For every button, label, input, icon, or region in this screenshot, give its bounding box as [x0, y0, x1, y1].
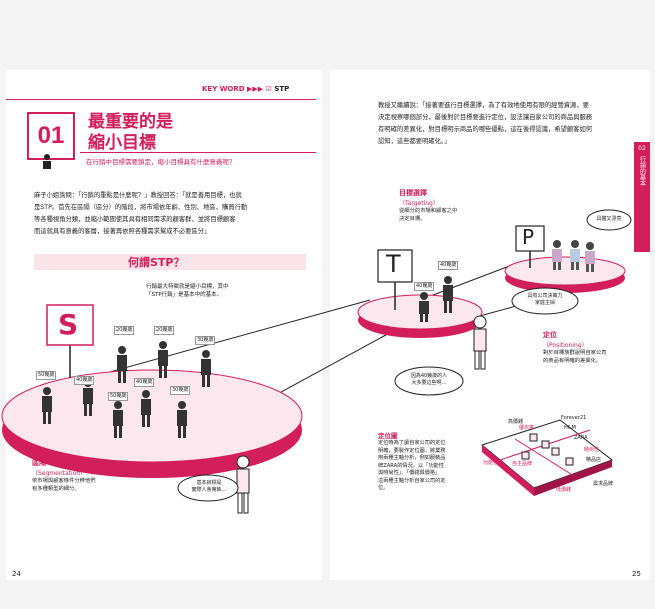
- map-desc-line: 明確，要製作定位圖，將業務: [378, 447, 446, 454]
- page-number-left: 24: [12, 570, 21, 578]
- bubble-text: 具有公司決策力 家庭主婦: [518, 293, 572, 307]
- bubble-text: 因為40幾歲的人 大多要這些啊…: [401, 373, 457, 387]
- age-label: 20幾歲: [114, 326, 135, 335]
- page-number-right: 25: [632, 570, 641, 578]
- bubble-text: 具體又漂亮: [596, 216, 622, 222]
- stp-heading-bar: [34, 254, 306, 270]
- bubble-line: 實際人會席執…: [191, 487, 227, 493]
- brand-label: H&M: [564, 425, 576, 431]
- right-body: 教授又繼續說：「接著要進行目標選擇，為了有效地使用有限的經營資源，要 決定視察哪…: [378, 100, 640, 148]
- targeting-title: 目標選擇: [399, 189, 427, 197]
- positioning-desc: 的商品有明確的差異化。: [543, 358, 602, 364]
- brand-label: 優衣庫: [519, 425, 535, 431]
- positioning-box: 定位 （Positioning） 對於目標族群說明自家公司 的商品有明確的差異化…: [543, 330, 635, 365]
- sidebar-tab[interactable]: 02 行銷的基本: [634, 142, 650, 252]
- positioning-map-box: 定位圖 定位時為了讓自家公司的定位 明確，要製作定位圖，將業務 用兩種主軸分析，…: [378, 430, 470, 493]
- bubble-line: 具有公司決策力: [527, 293, 563, 299]
- targeting-en: （Targeting）: [399, 200, 439, 207]
- age-label: 40幾歲: [74, 376, 95, 385]
- bubble-line: 基本目標是: [196, 480, 222, 486]
- age-label: 30幾歲: [195, 336, 216, 345]
- age-label: 40幾歲: [134, 378, 155, 387]
- body-line: 教授又繼續說：「接著要進行目標選擇，為了有效地使用有限的經營資源，要: [378, 102, 589, 109]
- chapter-title-rule: [80, 152, 316, 153]
- stp-heading: 何謂STP？: [128, 256, 185, 269]
- letter-p: P: [522, 225, 535, 249]
- brand-label: ZARA: [574, 435, 588, 441]
- left-body: 麻子小姐詢問：「行銷的重點是什麼呢？」教授回答：「就是善用目標，也就 是STP。…: [34, 190, 310, 238]
- keyword-term: STP: [274, 85, 290, 93]
- axis-label-right3: 需求品牌: [593, 481, 614, 487]
- age-label: 40幾歲: [414, 282, 435, 291]
- stp-intro: 行銷最大特徵就是縮小目標，其中 「STP行銷」是基本中的基本。: [146, 283, 229, 299]
- axis-label-bottom: 低價錢: [556, 487, 572, 493]
- brand-label: 自主品牌: [512, 461, 533, 467]
- body-line: 而這就具有意義的客層，接著再依照各種需求幫成不必要區分」: [34, 228, 211, 235]
- segmentation-title: 區隔: [32, 459, 46, 467]
- bubble-text: 基本目標是 實際人會席執…: [186, 480, 232, 494]
- targeting-desc: 決定目標。: [399, 216, 426, 222]
- segmentation-en: （Segmentation）: [32, 470, 87, 477]
- body-line: 有明確的差異化，對目標明示商品的哪些優點，這在後得認識，希望顧客如何: [378, 126, 593, 133]
- keyword-underline: [6, 99, 316, 100]
- age-label: 50幾歲: [36, 371, 57, 380]
- targeting-desc: 從細分的市場和顧客之中: [399, 208, 458, 214]
- keyword-label: KEY WORD ▶▶▶: [202, 85, 264, 93]
- map-desc-line: 與時尚性」、「價錢與價格」: [378, 470, 441, 476]
- sidebar-tab-text: 行銷的基本: [638, 156, 646, 186]
- chapter-title-line1: 最重要的是: [88, 112, 173, 132]
- segmentation-box: 區隔 （Segmentation） 依市場與顧客條件分辨他們 有多種類型的細分。: [32, 458, 110, 493]
- brand-label: Forever21: [561, 415, 587, 421]
- positioning-map-desc: 定位時為了讓自家公司的定位 明確，要製作定位圖，將業務 用兩種主軸分析，例如服裝…: [378, 440, 470, 493]
- positioning-desc: 對於目標族群說明自家公司: [543, 350, 607, 356]
- keyword-banner: KEY WORD ▶▶▶ ☑ STP: [202, 85, 289, 93]
- positioning-en: （Positioning）: [543, 342, 588, 349]
- sidebar-tab-number: 02: [638, 145, 646, 152]
- chapter-subtitle: 在行銷中目標需要鎖定，縮小目標具有什麼意義呢？: [86, 158, 236, 166]
- body-line: 麻子小姐詢問：「行銷的重點是什麼呢？」教授回答：「就是善用目標，也就: [34, 192, 242, 199]
- chapter-number: 01: [37, 122, 65, 149]
- chapter-number-box: 01: [27, 112, 75, 160]
- bubble-line: 家庭主婦: [534, 300, 555, 306]
- map-desc-line: 位。: [378, 485, 389, 491]
- bubble-line: 因為40幾歲的人: [410, 373, 448, 379]
- positioning-title: 定位: [543, 331, 557, 339]
- map-desc-line: 用兩種主軸分析，例如服裝品: [378, 455, 446, 461]
- positioning-map-title: 定位圖: [378, 432, 398, 440]
- checkbox-icon: ☑: [265, 85, 272, 93]
- bubble-line: 大多要這些啊…: [411, 380, 447, 386]
- letter-s: S: [58, 308, 79, 341]
- body-line: 認知，這些都要明確化。」: [378, 138, 451, 145]
- age-label: 30幾歲: [170, 386, 191, 395]
- age-label: 50幾歲: [108, 392, 129, 401]
- body-line: 等各種視角分類，並縮小範圍使其具有相同需求的顧客群，並將目標顧客: [34, 216, 236, 223]
- axis-label-right2: 精品店: [586, 457, 602, 463]
- body-line: 是STP。首先在區隔（區分）的階段，將市場依年齡、性別、地區、購買行動: [34, 204, 248, 211]
- letter-t: T: [386, 250, 401, 278]
- axis-label-left: 功能性: [483, 460, 499, 466]
- axis-label-right: 時尚性: [584, 447, 600, 453]
- age-label: 40幾歲: [438, 261, 459, 270]
- stp-intro-line: 行銷最大特徵就是縮小目標，其中: [146, 284, 229, 290]
- map-desc-line: 牌ZARA的情況，以「功能性: [378, 462, 444, 469]
- map-desc-line: 定位時為了讓自家公司的定位: [378, 440, 446, 446]
- map-desc-line: 這兩種主軸分析自家公司的定: [378, 477, 446, 484]
- segmentation-desc: 依市場與顧客條件分辨他們: [32, 478, 96, 484]
- body-line: 決定視察哪個部分，最後對於目標要進行定位，設法讓自家公司的商品與服務: [378, 114, 593, 121]
- segmentation-desc: 有多種類型的細分。: [32, 486, 80, 492]
- axis-label-top: 高價錢: [508, 419, 524, 425]
- stp-intro-line: 「STP行銷」是基本中的基本。: [146, 292, 223, 298]
- speaker-icon: [40, 153, 54, 169]
- age-label: 20幾歲: [154, 326, 175, 335]
- chapter-title-line2: 縮小目標: [88, 133, 156, 153]
- targeting-box: 目標選擇 （Targeting） 從細分的市場和顧客之中 決定目標。: [399, 188, 483, 223]
